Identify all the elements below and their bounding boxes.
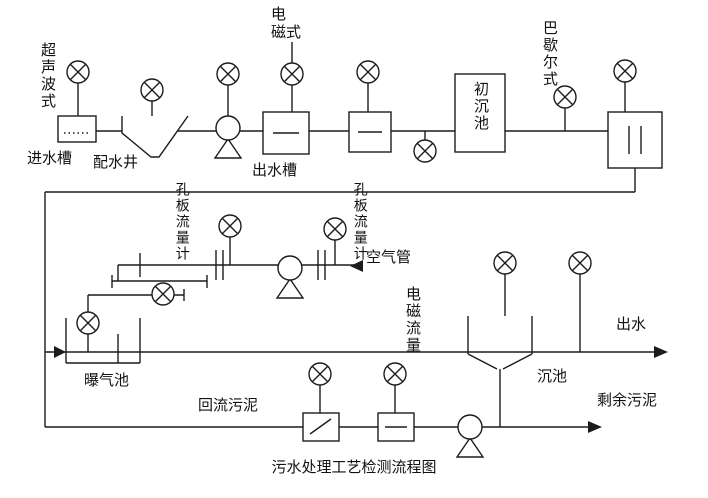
label-inlet-channel: 进水槽: [27, 150, 73, 167]
label-air-pipe: 空气管: [366, 249, 412, 266]
air-pipe-arrow-icon: [350, 260, 363, 272]
label-orifice-flowmeter-right: 孔板流量计: [352, 182, 369, 262]
clarifier-outline: [467, 316, 533, 370]
distribution-well-shape: [121, 115, 189, 158]
label-parshall-type: 巴歇尔式: [541, 20, 558, 88]
sludge-pump-icon: [456, 414, 484, 458]
flow-sensor-icon: [493, 251, 517, 275]
flow-sensor-icon: [413, 139, 437, 163]
label-electromagnetic-type: 电 磁式: [271, 6, 302, 41]
label-ultrasonic-type: 超声波式: [39, 42, 56, 110]
label-outlet-channel: 出水槽: [252, 162, 298, 179]
sludge-sensor-icon: [308, 362, 332, 386]
label-secondary-sedimentation-tank: 沉池: [537, 368, 568, 385]
effluent-sensor-icon: [568, 251, 592, 275]
flow-sensor-icon: [356, 60, 380, 84]
air-sensor-icon: [151, 282, 175, 306]
label-aeration-tank: 曝气池: [84, 372, 130, 389]
instrument-stems: [77, 42, 626, 413]
label-excess-sludge: 剩余污泥: [597, 392, 658, 409]
label-orifice-flowmeter-left: 孔板流量计: [174, 182, 191, 262]
inlet-channel-box: [57, 115, 97, 143]
valve-box-mark: [309, 418, 332, 435]
label-electromagnetic-flowmeter: 电磁流量: [404, 286, 421, 354]
flow-sensor-icon: [140, 78, 164, 102]
diagram-lines: [44, 42, 668, 458]
primary-tank-box: [454, 73, 506, 153]
tank-inflow-arrow-icon: [54, 346, 66, 358]
flow-sensor-icon: [216, 62, 240, 86]
effluent-arrow-icon: [654, 346, 668, 358]
label-effluent: 出水: [616, 316, 647, 333]
parshall-flume-box: [607, 111, 663, 169]
diagram-caption: 污水处理工艺检测流程图: [271, 459, 437, 476]
air-header-upper: [111, 275, 208, 288]
orifice-sensor-icon: [218, 214, 242, 238]
parshall-sensor-icon: [553, 85, 577, 109]
electromagnetic-sensor-icon: [280, 62, 304, 86]
parshall-flume-marks: [628, 126, 642, 154]
aeration-tank-outline: [65, 318, 141, 364]
aeration-sensor-icon: [76, 311, 100, 335]
label-primary-sedimentation-tank: 初沉池: [472, 81, 489, 132]
ultrasonic-sensor-icon: [66, 60, 90, 84]
blower-pump-icon: [276, 255, 304, 299]
label-distribution-well: 配水井: [93, 154, 139, 171]
magnetic-flow-sensor-icon: [383, 362, 407, 386]
orifice-plate-marks: [139, 250, 326, 280]
orifice-sensor-icon: [323, 217, 347, 241]
label-return-sludge: 回流污泥: [198, 397, 259, 414]
excess-sludge-arrow-icon: [588, 421, 602, 433]
pump-icon: [214, 115, 242, 159]
flow-sensor-icon: [613, 59, 637, 83]
